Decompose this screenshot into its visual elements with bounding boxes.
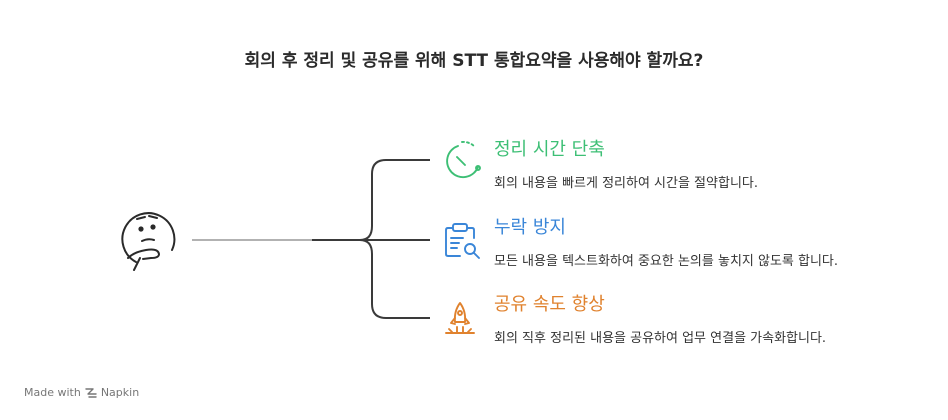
branch-bottom xyxy=(359,239,430,319)
option-description-sharing: 회의 직후 정리된 내용을 공유하여 업무 연결을 가속화합니다. xyxy=(494,331,827,346)
option-heading-time: 정리 시간 단축 xyxy=(494,139,605,160)
clipboard-search-icon xyxy=(445,223,480,259)
timer-icon xyxy=(446,141,481,179)
made-with-napkin-credit[interactable]: Made with Napkin xyxy=(24,386,139,399)
option-description-omission: 모든 내용을 텍스트화하여 중요한 논의를 놓치지 않도록 합니다. xyxy=(494,254,839,269)
thinking-face-icon xyxy=(121,212,176,271)
rocket-icon xyxy=(445,302,475,334)
diagram-title: 회의 후 정리 및 공유를 위해 STT 통합요약을 사용해야 할까요? xyxy=(244,51,704,71)
footer-brand: Napkin xyxy=(100,386,140,399)
footer-prefix: Made with xyxy=(24,386,81,399)
option-heading-omission: 누락 방지 xyxy=(494,217,566,238)
option-description-time: 회의 내용을 빠르게 정리하여 시간을 절약합니다. xyxy=(494,176,758,191)
option-heading-sharing: 공유 속도 향상 xyxy=(494,294,605,315)
napkin-logo-icon xyxy=(85,387,97,398)
branch-top xyxy=(359,159,430,241)
connector-lines xyxy=(192,159,430,319)
